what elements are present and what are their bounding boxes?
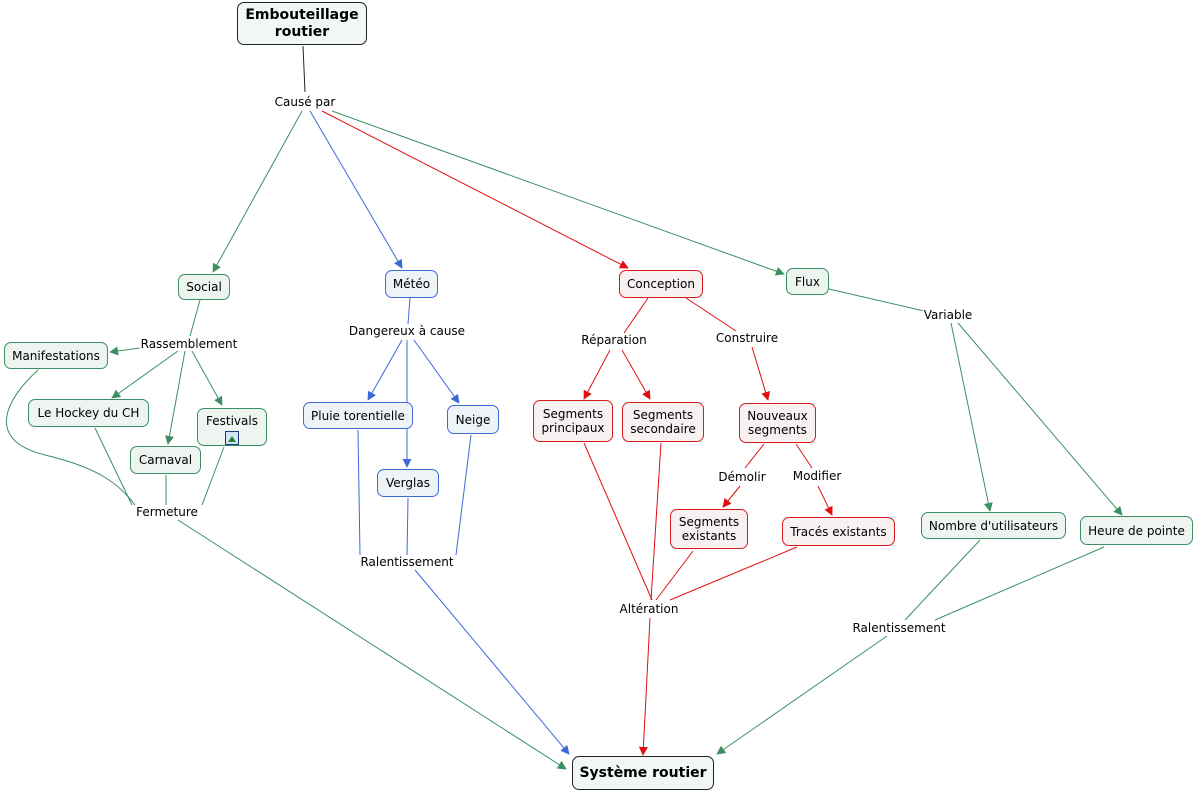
link-label-fermeture: Fermeture bbox=[135, 505, 199, 519]
node-manifestations[interactable]: Manifestations bbox=[4, 342, 108, 369]
node-social[interactable]: Social bbox=[178, 274, 230, 300]
node-nouveaux-segments[interactable]: Nouveaux segments bbox=[739, 403, 816, 443]
node-pluie-torentielle[interactable]: Pluie torentielle bbox=[303, 402, 413, 429]
node-verglas[interactable]: Verglas bbox=[377, 469, 439, 497]
node-embouteillage-routier[interactable]: Embouteillage routier bbox=[237, 2, 367, 45]
node-carnaval[interactable]: Carnaval bbox=[130, 446, 201, 474]
node-segments-existants[interactable]: Segments existants bbox=[670, 509, 748, 549]
link-label-ralentissement-meteo: Ralentissement bbox=[359, 555, 455, 569]
link-label-cause-par: Causé par bbox=[273, 95, 337, 109]
link-label-variable: Variable bbox=[922, 308, 974, 322]
node-segments-secondaire[interactable]: Segments secondaire bbox=[622, 402, 704, 442]
link-label-construire: Construire bbox=[714, 331, 780, 345]
image-icon[interactable] bbox=[225, 431, 239, 445]
link-label-reparation: Réparation bbox=[580, 333, 648, 347]
link-label-alteration: Altération bbox=[618, 602, 680, 616]
link-label-modifier: Modifier bbox=[791, 469, 843, 483]
link-label-demolir: Démolir bbox=[717, 470, 767, 484]
node-nombre-utilisateurs[interactable]: Nombre d'utilisateurs bbox=[921, 512, 1066, 539]
node-segments-principaux[interactable]: Segments principaux bbox=[533, 400, 613, 442]
node-flux[interactable]: Flux bbox=[786, 268, 829, 295]
node-festivals[interactable]: Festivals bbox=[197, 408, 267, 446]
link-label-ralentissement-flux: Ralentissement bbox=[851, 621, 947, 635]
node-systeme-routier[interactable]: Système routier bbox=[572, 756, 714, 790]
link-label-rassemblement: Rassemblement bbox=[139, 337, 239, 351]
link-label-dangereux-a-cause: Dangereux à cause bbox=[347, 324, 467, 338]
node-conception[interactable]: Conception bbox=[619, 270, 703, 298]
node-meteo[interactable]: Météo bbox=[385, 270, 438, 298]
node-hockey-du-ch[interactable]: Le Hockey du CH bbox=[28, 399, 149, 427]
node-heure-de-pointe[interactable]: Heure de pointe bbox=[1080, 516, 1193, 545]
node-neige[interactable]: Neige bbox=[447, 405, 499, 434]
node-traces-existants[interactable]: Tracés existants bbox=[782, 517, 895, 546]
